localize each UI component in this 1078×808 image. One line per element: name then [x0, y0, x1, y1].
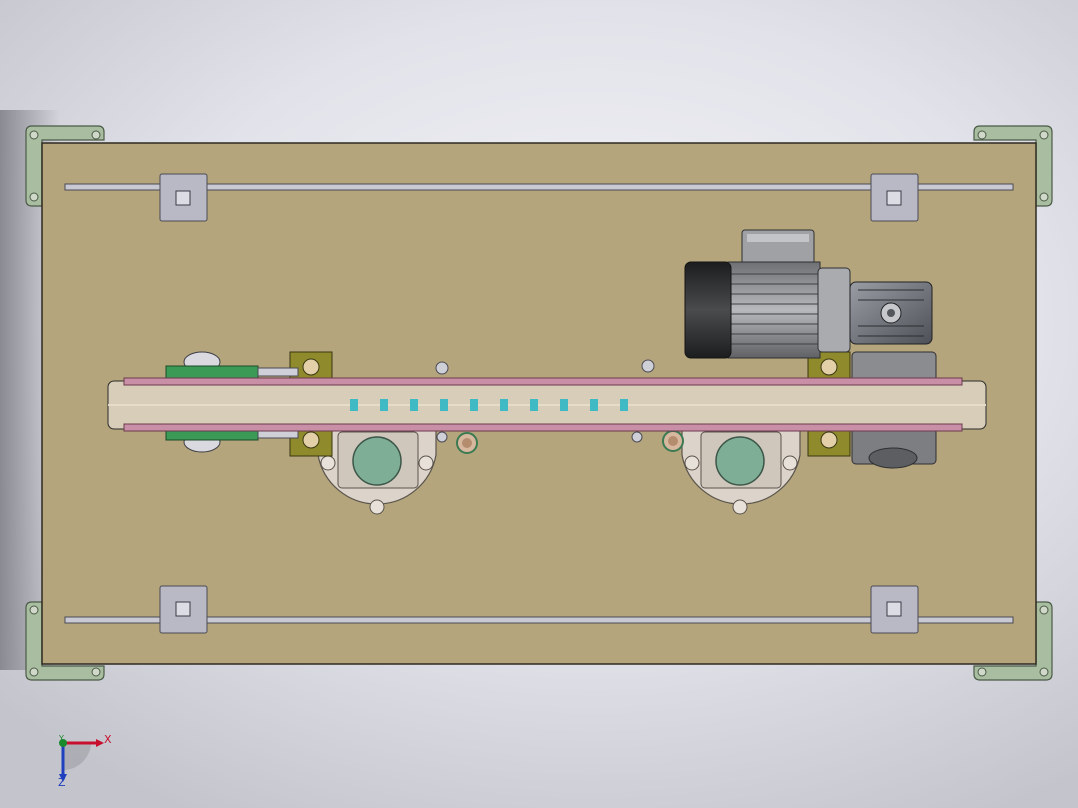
chain-pin [380, 399, 388, 411]
guide-rail-top [64, 183, 1014, 191]
chain-pins [350, 399, 628, 411]
clamp-bottom-right [870, 585, 919, 634]
bearing-housings[interactable] [317, 359, 801, 515]
drive-motor[interactable] [684, 229, 933, 359]
triad-z-label: Z [58, 776, 66, 789]
bearing-housing-right [681, 429, 801, 515]
rail-clamps[interactable] [159, 173, 919, 634]
chain-pin [500, 399, 508, 411]
axis-triad [59, 739, 104, 782]
drive-sprocket-right[interactable] [851, 351, 937, 469]
small-bushings [435, 359, 684, 454]
motor-fan-cap [684, 261, 732, 359]
chain-pin [410, 399, 418, 411]
conveyor-chain[interactable] [107, 377, 987, 432]
chain-pin [470, 399, 478, 411]
guide-rail-bottom [64, 616, 1014, 624]
guide-rails[interactable] [64, 183, 1014, 624]
chain-pin [620, 399, 628, 411]
clamp-top-right [870, 173, 919, 222]
triad-y-label: Y [59, 734, 64, 743]
clamp-bottom-left [159, 585, 208, 634]
bearing-housing-left [317, 429, 437, 515]
chain-pin [560, 399, 568, 411]
chain-pin [590, 399, 598, 411]
chain-pin [530, 399, 538, 411]
triad-x-label: X [104, 733, 112, 746]
motor-body [727, 261, 821, 359]
chain-pin [440, 399, 448, 411]
chain-pin [350, 399, 358, 411]
clamp-top-left [159, 173, 208, 222]
